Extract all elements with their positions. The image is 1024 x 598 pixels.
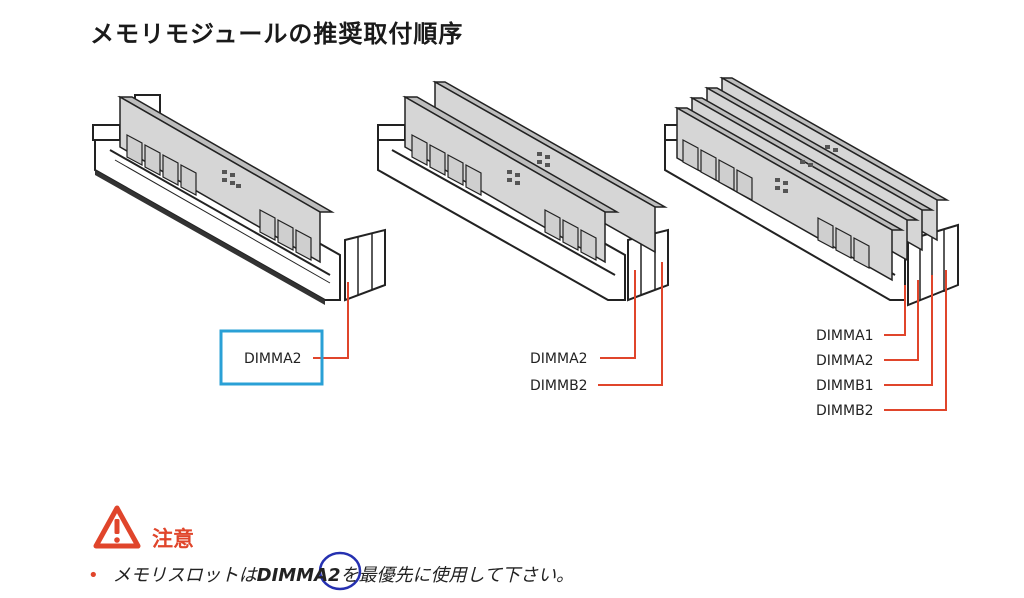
highlight-box xyxy=(219,329,324,386)
label-config3-dimmb1: DIMMB1 xyxy=(816,378,874,394)
label-config3-dimma1: DIMMA1 xyxy=(816,328,874,344)
slot-group-1 xyxy=(92,94,386,305)
label-config2-dimma2: DIMMA2 xyxy=(530,351,588,367)
caution-note: • メモリスロットはDIMMA2を最優先に使用して下さい。 xyxy=(88,561,574,587)
slot-group-2 xyxy=(377,80,669,302)
label-config3-dimmb2: DIMMB2 xyxy=(816,403,874,419)
label-config2-dimmb2: DIMMB2 xyxy=(530,378,588,394)
label-config1-dimma2: DIMMA2 xyxy=(244,351,302,367)
bullet: • xyxy=(88,565,99,586)
warning-icon xyxy=(93,505,141,549)
slot-group-3 xyxy=(664,76,959,307)
caution-heading: 注意 xyxy=(152,527,194,551)
note-text-before: メモリスロットは xyxy=(112,565,257,586)
leader-lines xyxy=(313,262,947,411)
annotation-circle xyxy=(318,551,362,591)
note-text-emphasis: DIMMA2 xyxy=(256,565,341,586)
note-text-after: を最優先に使用して下さい。 xyxy=(340,565,575,586)
page-title: メモリモジュールの推奨取付順序 xyxy=(90,20,464,48)
label-config3-dimma2: DIMMA2 xyxy=(816,353,874,369)
